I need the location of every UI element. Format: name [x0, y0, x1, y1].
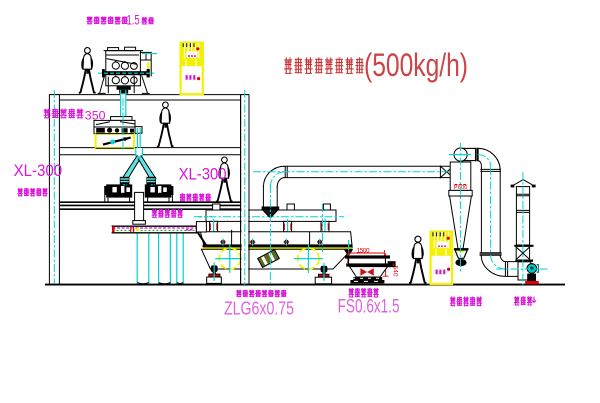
svg-text:▮▮▮: ▮▮▮	[185, 74, 196, 81]
svg-text:XL-300: XL-300	[14, 162, 63, 180]
svg-text:350: 350	[85, 108, 106, 122]
svg-text:XL-300: XL-300	[179, 165, 227, 183]
svg-text:540: 540	[391, 266, 398, 277]
svg-text:▮▮▮: ▮▮▮	[435, 268, 446, 275]
svg-text:ZLG6x0.75: ZLG6x0.75	[224, 298, 294, 319]
svg-text:(500kg/h): (500kg/h)	[364, 47, 468, 83]
svg-text:1.5: 1.5	[127, 12, 140, 27]
svg-text:FS0.6x1.5: FS0.6x1.5	[338, 295, 400, 317]
svg-text:1500: 1500	[357, 247, 370, 254]
